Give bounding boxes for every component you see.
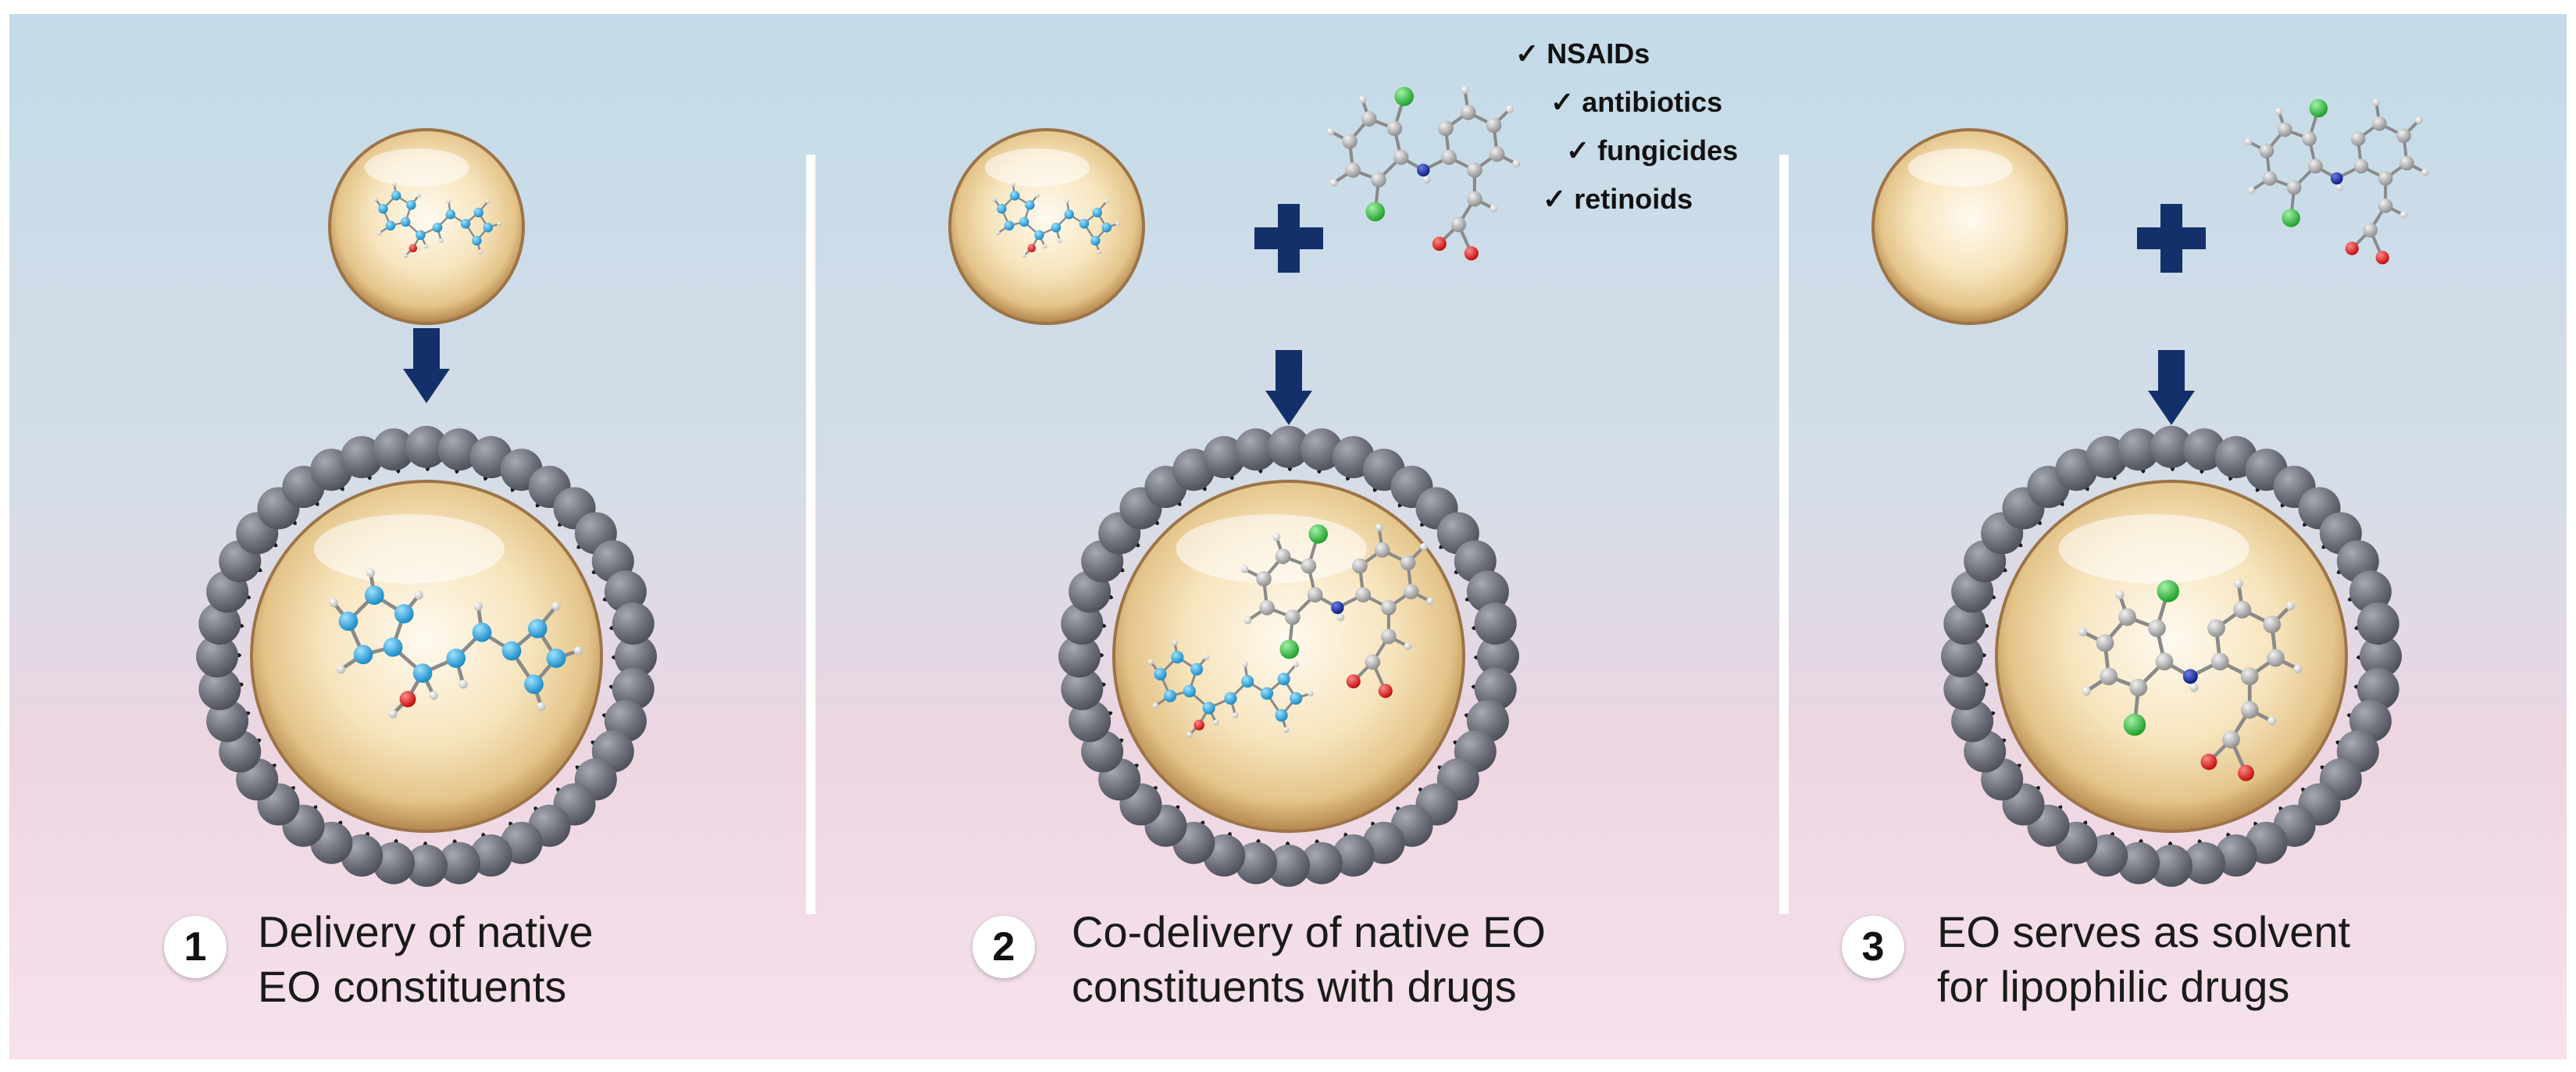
panel-1-caption-line2: EO constituents [258, 962, 567, 1011]
drug-class-nsaids: ✓ NSAIDs [1515, 38, 1650, 70]
lipid-head [405, 426, 448, 468]
lipid-head [1300, 842, 1343, 884]
lipid-head [1235, 428, 1278, 471]
lipid-head [373, 842, 416, 884]
panel-2-number: 2 [972, 916, 1035, 978]
lipid-head [1477, 635, 1519, 677]
panel-3-down-arrow [2148, 350, 2195, 425]
panel-2-eo-droplet [948, 128, 1145, 325]
lipid-head [612, 602, 655, 645]
lipid-head [1941, 635, 1983, 677]
lipid-head [2118, 428, 2160, 471]
lipid-head [1268, 845, 1310, 887]
panel-2-encapsulated-eo-molecule [1147, 639, 1314, 738]
panel-3-encapsulated-drug-molecule [2078, 579, 2303, 781]
lipid-head [615, 635, 657, 677]
lipid-head [604, 570, 647, 613]
lipid-head [1474, 602, 1517, 645]
panel-1-eo-droplet [328, 128, 525, 325]
lipid-head [2349, 570, 2392, 613]
lipid-head [196, 635, 238, 677]
panel-3-empty-droplet [1871, 128, 2068, 325]
lipid-head [1943, 667, 1986, 710]
lipid-head [1951, 699, 1994, 742]
panel-2-caption: Co-delivery of native EO constituents wi… [1072, 905, 1546, 1014]
check-mark: ✓ [1550, 86, 1575, 118]
lipid-head [1268, 426, 1310, 468]
check-mark: ✓ [1566, 134, 1590, 166]
panel-2-eo-molecule [991, 182, 1121, 259]
lipid-head [1058, 635, 1101, 677]
lipid-head [1061, 667, 1104, 710]
lipid-head [1203, 436, 1246, 479]
lipid-head [198, 602, 241, 645]
lipid-head [341, 436, 384, 479]
lipid-head [469, 834, 512, 877]
drug-class-antibiotics: ✓ antibiotics [1550, 86, 1723, 118]
lipid-head [2150, 845, 2192, 887]
panel-1-eo-molecule [373, 182, 502, 259]
check-mark: ✓ [1543, 183, 1567, 215]
lipid-head [1300, 428, 1343, 471]
panel-1-caption-line1: Delivery of native [258, 907, 594, 956]
panel-3-plus-sign [2137, 204, 2206, 273]
panel-2-liposome [1058, 426, 1519, 887]
panel-1-caption: Delivery of native EO constituents [258, 905, 594, 1014]
lipid-head [1061, 602, 1104, 645]
lipid-head [2150, 426, 2192, 468]
panel-1-down-arrow [403, 328, 450, 403]
lipid-head [2357, 602, 2399, 645]
check-mark: ✓ [1515, 38, 1540, 70]
drug-class-retinoids: ✓ retinoids [1543, 183, 1693, 215]
lipid-head [437, 842, 480, 884]
panel-1-liposome-core [250, 480, 603, 833]
lipid-head [373, 428, 416, 471]
panel-2-plus-sign [1254, 204, 1323, 273]
lipid-head [2182, 428, 2225, 471]
panel-3-caption-line1: EO serves as solvent [1937, 907, 2351, 956]
lipid-head [437, 428, 480, 471]
panel-3-drug-molecule [2244, 98, 2429, 265]
panel-divider-1 [806, 155, 815, 914]
lipid-head [2357, 667, 2399, 710]
panel-2-down-arrow [1265, 350, 1312, 425]
lipid-head [1474, 667, 1517, 710]
panel-1-liposome [196, 426, 657, 887]
panel-2-caption-line1: Co-delivery of native EO [1072, 907, 1546, 956]
lipid-head [1332, 834, 1375, 877]
panel-3-liposome [1941, 426, 2402, 887]
panel-3-caption-line2: for lipophilic drugs [1937, 962, 2290, 1011]
lipid-head [1235, 842, 1278, 884]
lipid-head [2085, 436, 2128, 479]
panel-divider-2 [1779, 155, 1789, 914]
lipid-head [1943, 602, 1986, 645]
lipid-head [405, 845, 448, 887]
lipid-head [612, 667, 655, 710]
lipid-head [1069, 699, 1111, 742]
lipid-head [2182, 842, 2225, 884]
panel-1-number: 1 [164, 916, 227, 978]
lipid-head [206, 699, 249, 742]
lipid-head [2360, 635, 2402, 677]
panel-3-caption: EO serves as solvent for lipophilic drug… [1937, 905, 2350, 1014]
panel-2-encapsulated-drug-molecule [1240, 523, 1435, 699]
panel-2-drug-molecule [1326, 86, 1521, 261]
lipid-head [1466, 570, 1509, 613]
lipid-head [2118, 842, 2160, 884]
panel-2-caption-line2: constituents with drugs [1072, 962, 1517, 1011]
drug-class-fungicides: ✓ fungicides [1566, 134, 1739, 166]
panel-1-encapsulated-eo-molecule [329, 568, 583, 719]
lipid-head [198, 667, 241, 710]
lipid-head [2214, 834, 2257, 877]
panel-3-number: 3 [1842, 916, 1904, 978]
